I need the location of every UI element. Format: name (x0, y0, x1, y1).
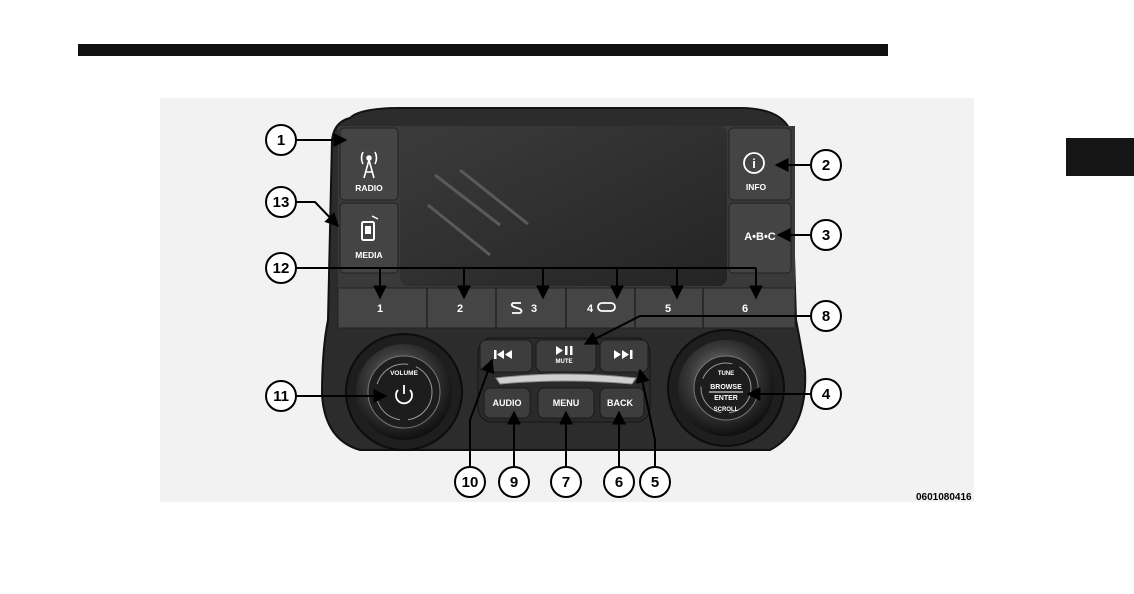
svg-text:11: 11 (273, 388, 289, 405)
preset-2[interactable]: 2 (457, 303, 463, 315)
preset-row (338, 288, 795, 328)
svg-text:3: 3 (822, 227, 830, 244)
svg-text:12: 12 (273, 260, 290, 277)
info-icon-glyph: i (752, 156, 756, 171)
abc-label: A•B•C (744, 231, 776, 243)
display-screen (400, 126, 727, 286)
preset-6[interactable]: 6 (742, 303, 748, 315)
svg-text:9: 9 (510, 474, 518, 491)
callout-11: 11 (266, 381, 296, 411)
callout-10: 10 (455, 467, 485, 497)
previous-track-button[interactable] (480, 340, 532, 372)
callout-6: 6 (604, 467, 634, 497)
tune-ring-label: TUNE (718, 371, 734, 377)
play-pause-button[interactable]: MUTE (536, 340, 596, 372)
callout-13: 13 (266, 187, 296, 217)
mute-label: MUTE (556, 359, 573, 365)
volume-ring-label: VOLUME (390, 370, 418, 377)
preset-1[interactable]: 1 (377, 303, 383, 315)
preset-4[interactable]: 4 (587, 303, 594, 315)
callout-8: 8 (811, 301, 841, 331)
svg-text:2: 2 (822, 157, 830, 174)
svg-text:7: 7 (562, 474, 570, 491)
preset-5[interactable]: 5 (665, 303, 671, 315)
abc-button[interactable]: A•B•C (729, 203, 791, 273)
tune-browse-knob[interactable]: TUNE BROWSE ENTER SCROLL (668, 330, 784, 446)
callout-12: 12 (266, 253, 296, 283)
media-label: MEDIA (355, 250, 382, 260)
info-label: INFO (746, 182, 767, 192)
svg-text:6: 6 (615, 474, 623, 491)
back-button[interactable]: BACK (600, 388, 644, 418)
svg-text:1: 1 (277, 132, 285, 149)
audio-label: AUDIO (493, 398, 522, 408)
radio-label: RADIO (355, 183, 383, 193)
browse-label: BROWSE (710, 384, 742, 391)
menu-label: MENU (553, 398, 580, 408)
enter-label: ENTER (714, 395, 738, 402)
svg-text:5: 5 (651, 474, 659, 491)
callout-9: 9 (499, 467, 529, 497)
radio-button[interactable]: RADIO (340, 128, 398, 200)
callout-2: 2 (811, 150, 841, 180)
svg-text:8: 8 (822, 308, 830, 325)
back-label: BACK (607, 398, 633, 408)
media-button[interactable]: MEDIA (340, 203, 398, 273)
svg-text:4: 4 (822, 386, 831, 403)
preset-3[interactable]: 3 (531, 303, 537, 315)
volume-knob[interactable]: VOLUME (346, 334, 462, 450)
audio-button[interactable]: AUDIO (484, 388, 530, 418)
svg-text:10: 10 (462, 474, 479, 491)
next-track-button[interactable] (600, 340, 648, 372)
callout-1: 1 (266, 125, 296, 155)
scroll-ring-label: SCROLL (714, 407, 739, 413)
callout-5: 5 (640, 467, 670, 497)
callout-3: 3 (811, 220, 841, 250)
svg-text:13: 13 (273, 194, 290, 211)
callout-7: 7 (551, 467, 581, 497)
callout-4: 4 (811, 379, 841, 409)
